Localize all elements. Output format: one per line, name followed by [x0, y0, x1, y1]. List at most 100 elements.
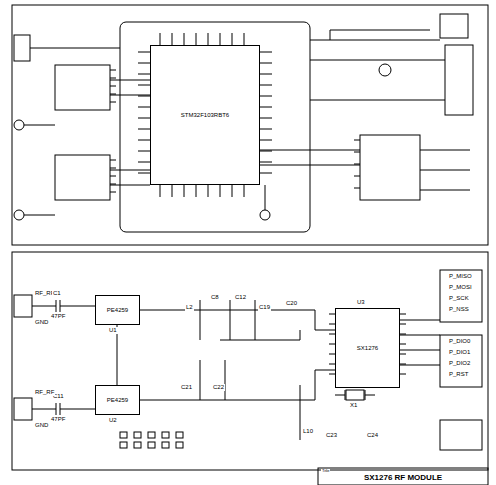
pin-stub: [196, 185, 197, 197]
node-text: PE4259: [105, 396, 130, 404]
part-label: C21: [180, 384, 193, 391]
part-label: C22: [212, 384, 225, 391]
pin-stub: [260, 151, 272, 152]
pin-stub: [138, 96, 150, 97]
pin-stub: [138, 162, 150, 163]
pin-stub: [110, 192, 116, 193]
node-text: PE4259: [105, 306, 130, 314]
pin-stub: [184, 33, 185, 45]
module-frame: [12, 252, 488, 470]
part-label: P_DIO2: [448, 360, 471, 367]
pin-stub: [172, 33, 173, 45]
ic-symbol: [360, 135, 420, 200]
node-text: STM32F103RBT6: [179, 111, 231, 119]
pin-stub: [260, 74, 272, 75]
header-pin: [148, 432, 155, 438]
connector-symbol: [14, 210, 24, 220]
pin-stub: [232, 185, 233, 197]
pin-stub: [138, 85, 150, 86]
part-label: U1: [108, 327, 118, 334]
pin-stub: [400, 314, 406, 315]
mcu-chip: STM32F103RBT6: [150, 45, 260, 185]
part-label: U2: [108, 417, 118, 424]
part-label: RF_RF: [34, 389, 55, 396]
pin-stub: [220, 33, 221, 45]
part-label: Title: [321, 469, 330, 473]
part-label: C8: [210, 294, 220, 301]
pin-stub: [400, 364, 406, 365]
ic-symbol: [55, 155, 110, 200]
pin-stub: [260, 140, 272, 141]
pin-stub: [220, 185, 221, 197]
header-connector: [440, 420, 482, 450]
header-pin: [120, 432, 127, 438]
rf-switch: PE4259: [95, 385, 140, 415]
part-label: X1: [349, 402, 358, 409]
pin-stub: [184, 185, 185, 197]
part-label: C12: [234, 294, 247, 301]
pin-stub: [354, 164, 360, 165]
pin-stub: [208, 185, 209, 197]
pin-stub: [160, 33, 161, 45]
pin-stub: [110, 168, 116, 169]
signal-wire: [140, 310, 335, 330]
pin-stub: [208, 33, 209, 45]
header-pin: [120, 442, 127, 448]
pin-stub: [138, 74, 150, 75]
mcu-sheet: [120, 22, 310, 232]
pin-stub: [110, 102, 116, 103]
pin-stub: [138, 140, 150, 141]
header-pin: [134, 432, 141, 438]
part-label: P_MOSI: [448, 284, 473, 291]
transistor-symbol: [379, 64, 391, 76]
pin-stub: [400, 344, 406, 345]
pin-stub: [138, 63, 150, 64]
pin-stub: [138, 151, 150, 152]
part-label: L10: [302, 428, 314, 435]
pin-stub: [400, 354, 406, 355]
part-label: 47PF: [50, 416, 66, 423]
part-label: P_RST: [448, 371, 469, 378]
connector-symbol: [14, 120, 24, 130]
pin-stub: [110, 86, 116, 87]
pin-stub: [110, 184, 116, 185]
header-pin: [148, 442, 155, 448]
pin-stub: [110, 94, 116, 95]
pin-stub: [354, 140, 360, 141]
wire: [24, 30, 470, 215]
pin-stub: [138, 107, 150, 108]
title-block: [318, 468, 488, 485]
part-label: GND: [34, 422, 49, 429]
part-label: P_DIO1: [448, 349, 471, 356]
pin-stub: [244, 33, 245, 45]
pin-stub: [260, 63, 272, 64]
pin-stub: [110, 160, 116, 161]
header-connector: [440, 335, 482, 387]
rf-connector: [14, 398, 32, 420]
pin-stub: [138, 52, 150, 53]
part-label: C24: [366, 432, 379, 439]
pin-stub: [400, 374, 406, 375]
part-label: C1: [52, 290, 62, 297]
part-label: C20: [285, 300, 298, 307]
title-box: SX1276 RF MODULE: [320, 471, 486, 484]
pin-stub: [110, 176, 116, 177]
wire: [32, 300, 440, 440]
part-label: C23: [325, 432, 338, 439]
header-connector: [445, 45, 473, 115]
pin-stub: [232, 33, 233, 45]
pin-stub: [354, 176, 360, 177]
pin-stub: [354, 152, 360, 153]
header-connector: [14, 35, 30, 61]
connector-symbol: [260, 210, 270, 220]
pin-stub: [400, 334, 406, 335]
ic-symbol: [55, 65, 110, 110]
part-label: P_SCK: [448, 295, 470, 302]
pin-stub: [110, 70, 116, 71]
rf-connector: [14, 295, 32, 317]
header-pin: [134, 442, 141, 448]
node-text: SX1276: [355, 344, 380, 352]
header-connector: [440, 270, 482, 322]
pin-stub: [260, 173, 272, 174]
part-label: GND: [34, 319, 49, 326]
